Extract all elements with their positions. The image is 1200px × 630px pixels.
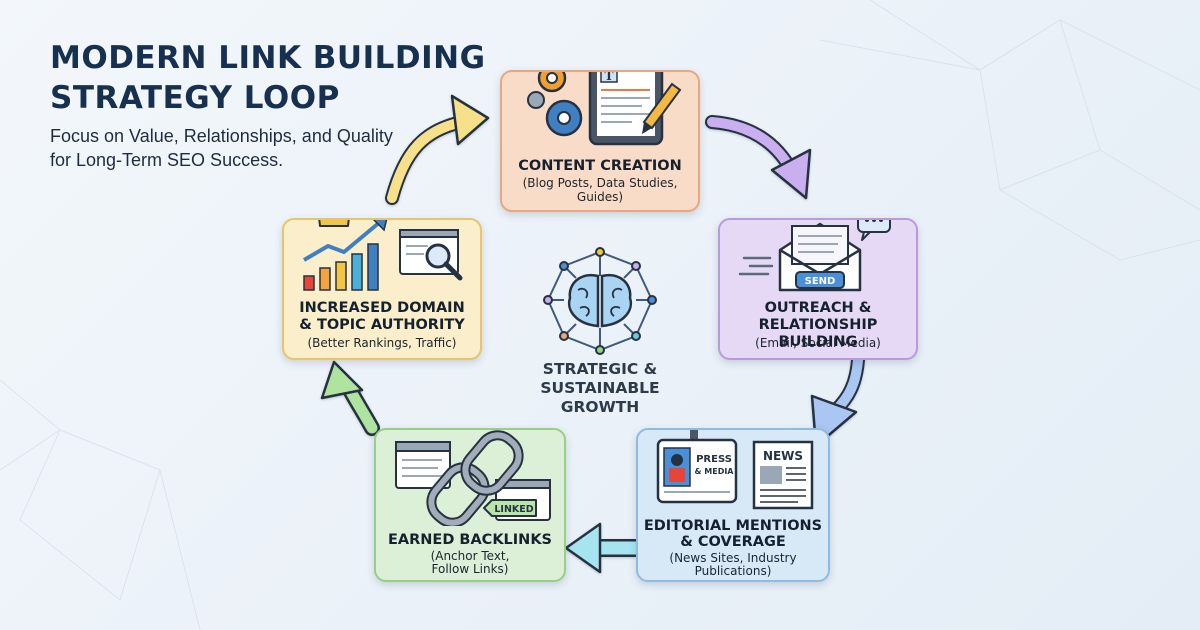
news-label: NEWS xyxy=(763,449,803,463)
pencil-icon xyxy=(642,82,682,134)
envelope-icon: SEND xyxy=(738,222,862,292)
backlinks-icons: LINKED xyxy=(395,430,551,526)
subtitle-line-1: Focus on Value, Relationships, and Quali… xyxy=(50,126,393,146)
svg-text:T: T xyxy=(605,72,614,83)
card-outreach: SEND OUTREACH & RELATIONSHIP BUILDING (E… xyxy=(718,218,918,360)
card-content-creation: T CONTENT CREATION (Blog Posts, Data Stu… xyxy=(500,70,700,212)
editorial-icons: PRESS & MEDIA NEWS xyxy=(656,430,814,510)
content-sub-line-1: (Blog Posts, Data Studies, xyxy=(522,176,678,190)
authority-title-line-1: INCREASED DOMAIN xyxy=(299,300,465,316)
backlinks-sub-line-2: Follow Links) xyxy=(431,562,509,576)
page-subtitle: Focus on Value, Relationships, and Quali… xyxy=(50,124,470,172)
title-line-2: STRATEGY LOOP xyxy=(50,80,340,116)
send-label: SEND xyxy=(805,276,836,287)
media-label: & MEDIA xyxy=(695,467,735,476)
editorial-title-line-2: & COVERAGE xyxy=(680,534,786,550)
card-domain-authority: INCREASED DOMAIN & TOPIC AUTHORITY (Bett… xyxy=(282,218,482,360)
magnifier-icon xyxy=(399,229,463,281)
backlinks-title: EARNED BACKLINKS xyxy=(387,532,553,548)
arrow-backlinks-to-authority xyxy=(320,360,380,436)
editorial-sub-line-1: (News Sites, Industry xyxy=(669,551,797,565)
arrow-content-to-outreach xyxy=(705,115,812,200)
center-label: STRATEGIC & SUSTAINABLE GROWTH xyxy=(520,360,680,417)
arrow-authority-to-content xyxy=(385,94,490,205)
center-line-1: STRATEGIC & xyxy=(542,360,658,378)
page-title: MODERN LINK BUILDING STRATEGY LOOP xyxy=(50,38,510,118)
card-editorial: PRESS & MEDIA NEWS EDITORIAL MENTIONS & … xyxy=(636,428,830,582)
backlinks-sub-line-1: (Anchor Text, xyxy=(430,549,510,563)
press-label: PRESS xyxy=(696,454,732,465)
editorial-title-line-1: EDITORIAL MENTIONS xyxy=(643,518,823,534)
subtitle-line-2: for Long-Term SEO Success. xyxy=(50,150,284,170)
crown-icon xyxy=(318,220,350,227)
center-line-3: GROWTH xyxy=(560,398,640,416)
outreach-icons: SEND xyxy=(738,220,891,292)
chain-link-icon xyxy=(426,430,524,526)
authority-title-line-2: & TOPIC AUTHORITY xyxy=(299,317,465,333)
editorial-sub-line-2: Publications) xyxy=(694,564,772,578)
chat-bubble-icon xyxy=(857,220,891,241)
newspaper-icon: NEWS xyxy=(752,440,814,510)
content-title: CONTENT CREATION xyxy=(518,158,682,174)
linked-tag: LINKED xyxy=(483,499,537,517)
brain-network-icon xyxy=(543,247,657,355)
arrow-editorial-to-backlinks xyxy=(564,522,638,574)
outreach-title-line-2: RELATIONSHIP BUILDING xyxy=(758,317,878,350)
authority-icons xyxy=(302,220,463,291)
gears-icon xyxy=(527,72,583,137)
title-line-1: MODERN LINK BUILDING xyxy=(50,40,486,76)
content-sub-line-2: Guides) xyxy=(576,190,624,204)
card-earned-backlinks: LINKED EARNED BACKLINKS (Anchor Text, Fo… xyxy=(374,428,566,582)
outreach-sub: (Email, Social Media) xyxy=(755,336,881,350)
content-icons: T xyxy=(527,72,682,146)
growth-chart-icon xyxy=(302,220,388,291)
linked-label: LINKED xyxy=(494,504,533,515)
outreach-title-line-1: OUTREACH & xyxy=(764,300,872,316)
press-badge-icon: PRESS & MEDIA xyxy=(656,430,738,504)
authority-sub: (Better Rankings, Traffic) xyxy=(307,336,457,350)
tablet-document-icon: T xyxy=(588,72,664,146)
center-line-2: SUSTAINABLE xyxy=(540,379,660,397)
